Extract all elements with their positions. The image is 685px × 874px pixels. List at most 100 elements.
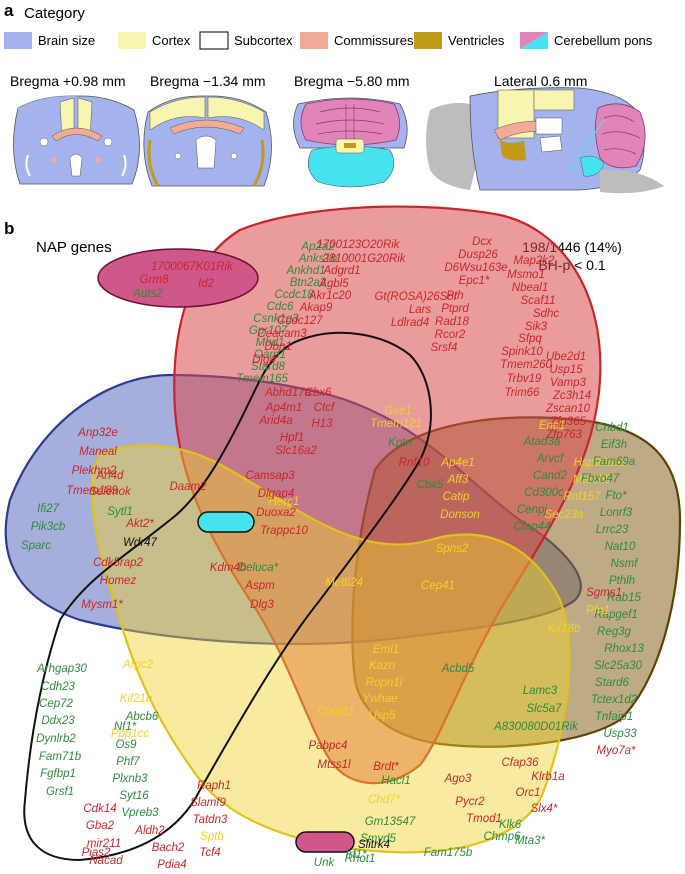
gene-label: Vpreb3 bbox=[121, 807, 159, 819]
gene-label: Ctcf bbox=[314, 402, 336, 414]
gene-label: Stard6 bbox=[595, 677, 629, 689]
gene-label: Chd7* bbox=[368, 794, 400, 806]
gene-label: Fbxo47 bbox=[581, 473, 620, 485]
gene-label: Klk6 bbox=[499, 819, 522, 831]
gene-label: Tatdn3 bbox=[193, 814, 228, 826]
gene-label: Atad3a bbox=[523, 436, 560, 448]
gene-label: Daam2 bbox=[169, 481, 207, 493]
gene-label: Trim66 bbox=[505, 387, 541, 399]
gene-label: Sdhc bbox=[533, 308, 559, 320]
gene-label: Ube2d1 bbox=[546, 351, 586, 363]
gene-label: Csnk1g3 bbox=[253, 313, 299, 325]
gene-label: Raph1 bbox=[197, 780, 231, 792]
gene-label: Dlg3 bbox=[250, 599, 274, 611]
gene-label: Pfn1 bbox=[586, 605, 610, 617]
gene-label: Akt2* bbox=[125, 518, 154, 530]
gene-label: Nbeal1 bbox=[512, 282, 548, 294]
gene-label: Trbv19 bbox=[507, 373, 543, 385]
gene-label: Hpf1 bbox=[280, 432, 304, 444]
gene-label: Fam71b bbox=[39, 751, 82, 763]
gene-label: Kdm4b bbox=[210, 562, 247, 574]
gene-label: Cbx5 bbox=[417, 479, 444, 491]
gene-label: Slc5a7 bbox=[526, 703, 562, 715]
gene-label: Brdt* bbox=[373, 761, 399, 773]
gene-label: Deluca* bbox=[238, 562, 279, 574]
gene-label: Myo7a* bbox=[597, 745, 637, 757]
gene-label: Ap4m1 bbox=[265, 402, 302, 414]
gene-label: Fam175b bbox=[424, 847, 473, 859]
brain-section-3 bbox=[293, 97, 408, 188]
gene-label: Usp5 bbox=[369, 710, 396, 722]
gene-label: Pias2 bbox=[82, 847, 111, 859]
gene-label: Btn2a2 bbox=[290, 277, 327, 289]
gene-label: Selenok bbox=[89, 486, 132, 498]
venn-diagram bbox=[4, 205, 682, 862]
gene-label: Gm13547 bbox=[365, 816, 416, 828]
section-title-2: Bregma −1.34 mm bbox=[150, 73, 266, 89]
gene-label: H13 bbox=[311, 418, 333, 430]
gene-label: Cbx6 bbox=[305, 387, 332, 399]
gene-label: Dynlrb2 bbox=[36, 733, 76, 745]
gene-label: 1700123O20Rik bbox=[316, 239, 400, 251]
gene-label: Oard1 bbox=[254, 349, 286, 361]
gene-label: Gt(ROSA)26Sor bbox=[374, 291, 458, 303]
gene-label: Sfpq bbox=[518, 333, 542, 345]
set-nap-ellipse bbox=[97, 248, 259, 308]
section-title-3: Bregma −5.80 mm bbox=[294, 73, 410, 89]
gene-label: Sytl1 bbox=[107, 506, 133, 518]
gene-label: Dbn1 bbox=[264, 341, 292, 353]
gene-label: Enc1 bbox=[539, 420, 565, 432]
gene-label: Cfap44 bbox=[513, 521, 550, 533]
gene-label: Lrrc23 bbox=[596, 524, 629, 536]
gene-label: Nsmf bbox=[611, 558, 640, 570]
gene-label: Arid4a bbox=[258, 415, 292, 427]
gene-label: Rnf157 bbox=[563, 491, 601, 503]
slitrk4-pill bbox=[295, 831, 355, 853]
gene-label: Cd300c bbox=[524, 487, 564, 499]
gene-label: Aldh2 bbox=[134, 825, 165, 837]
gene-label: D6Wsu163e bbox=[444, 262, 507, 274]
gene-label: Unk bbox=[314, 857, 336, 869]
gene-label: Anp32e bbox=[77, 427, 118, 439]
gene-label: Pabpc4 bbox=[308, 740, 347, 752]
gene-label: Eml1 bbox=[373, 644, 399, 656]
gene-label: Msmo1 bbox=[507, 269, 545, 281]
gene-label: Cep41 bbox=[421, 580, 455, 592]
gene-label: Adgrd1 bbox=[322, 265, 360, 277]
gene-label: Hacl1 bbox=[381, 775, 410, 787]
gene-label: Ropn1l bbox=[366, 677, 403, 689]
section-title-4: Lateral 0.6 mm bbox=[494, 73, 587, 89]
gene-label: Akap9 bbox=[299, 302, 333, 314]
gene-label: Epc1* bbox=[459, 275, 490, 287]
gene-label: Zc3h14 bbox=[552, 390, 591, 402]
gene-label: Vamp3 bbox=[550, 377, 587, 389]
gene-label: Tcf4 bbox=[199, 847, 220, 859]
gene-label: Rcor2 bbox=[435, 329, 466, 341]
nap-genes-label: NAP genes bbox=[36, 239, 112, 256]
gene-label: Srsf4 bbox=[431, 342, 458, 354]
gene-label: Mta3* bbox=[515, 835, 546, 847]
gene-label: Cfap36 bbox=[501, 757, 539, 769]
gene-label: Wdr47 bbox=[123, 537, 157, 549]
gene-label: Mysm1* bbox=[81, 599, 123, 611]
gene-label: Gpr107 bbox=[249, 325, 288, 337]
gene-label: Fam69a bbox=[593, 456, 635, 468]
gene-label: Mettl24 bbox=[325, 577, 363, 589]
gene-label: Cnbd1 bbox=[595, 422, 629, 434]
gene-label: Smyd5 bbox=[360, 833, 396, 845]
legend-swatch-pons bbox=[520, 32, 548, 49]
gene-label: Chmp6 bbox=[483, 831, 521, 843]
gene-label: Arhgap30 bbox=[36, 663, 87, 675]
gene-label: Akr1c20 bbox=[308, 290, 352, 302]
gene-label: Slc25a30 bbox=[594, 660, 643, 672]
gene-label: Cand2 bbox=[533, 470, 567, 482]
gene-label: Sec23a bbox=[544, 509, 583, 521]
gene-label: Cdk5rap2 bbox=[93, 557, 143, 569]
gene-label: Cdk14 bbox=[83, 803, 116, 815]
gene-label: 2810001G20Rik bbox=[321, 253, 406, 265]
gene-label: Cenpj bbox=[517, 504, 547, 516]
gene-label: Plekhm2 bbox=[72, 465, 117, 477]
gene-label: Tmem165 bbox=[236, 373, 288, 385]
legend-swatch-brain-size bbox=[4, 32, 32, 49]
